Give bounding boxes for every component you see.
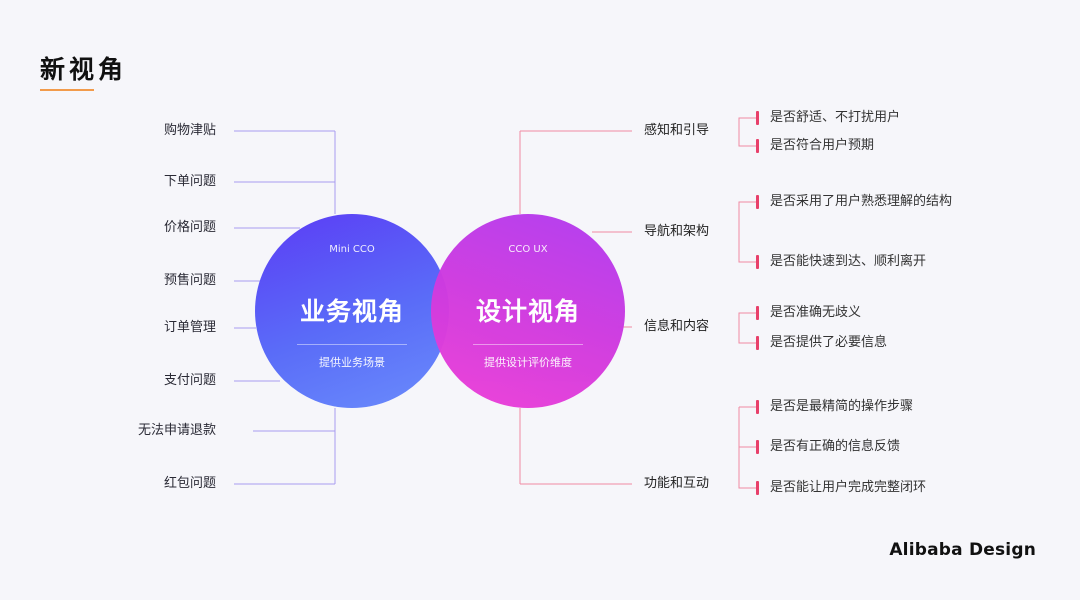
design-category: 功能和互动 [644, 476, 710, 491]
design-perspective-circle: CCO UX 设计视角 提供设计评价维度 [431, 214, 625, 408]
design-sub-item: 是否采用了用户熟悉理解的结构 [770, 194, 953, 209]
accent-tick [756, 306, 759, 320]
business-item: 预售问题 [163, 273, 216, 288]
accent-tick [756, 195, 759, 209]
design-category: 感知和引导 [644, 123, 710, 138]
business-divider [297, 344, 407, 345]
accent-tick [756, 139, 759, 153]
design-sub-item: 是否有正确的信息反馈 [770, 439, 901, 454]
business-en-label: Mini CCO [329, 244, 375, 255]
design-title: 设计视角 [475, 297, 580, 326]
design-sub-item: 是否提供了必要信息 [770, 335, 888, 350]
design-sub-item: 是否舒适、不打扰用户 [770, 110, 901, 125]
accent-tick [756, 111, 759, 125]
business-item: 购物津贴 [163, 123, 216, 138]
business-item: 订单管理 [163, 320, 216, 335]
design-category: 导航和架构 [644, 224, 710, 239]
business-desc: 提供业务场景 [319, 356, 385, 369]
business-item: 无法申请退款 [137, 423, 216, 438]
design-category: 信息和内容 [644, 319, 710, 334]
business-item: 支付问题 [163, 373, 216, 388]
design-sub-item: 是否准确无歧义 [770, 305, 862, 320]
design-desc: 提供设计评价维度 [484, 356, 572, 369]
title-underline [40, 89, 94, 91]
page-title: 新视角 [40, 55, 128, 84]
accent-tick [756, 336, 759, 350]
accent-tick [756, 481, 759, 495]
brand-logo-text: Alibaba Design [889, 540, 1036, 560]
business-title: 业务视角 [299, 297, 404, 326]
design-sub-item: 是否符合用户预期 [770, 138, 875, 153]
accent-tick [756, 255, 759, 269]
accent-tick [756, 400, 759, 414]
business-perspective-circle: Mini CCO 业务视角 提供业务场景 [255, 214, 449, 408]
sub-brackets [738, 117, 756, 489]
design-sub-item: 是否是最精简的操作步骤 [770, 399, 914, 414]
design-sub-item: 是否能让用户完成完整闭环 [770, 480, 927, 495]
business-connectors [234, 130, 336, 485]
business-item: 红包问题 [163, 476, 216, 491]
design-divider [473, 344, 583, 345]
design-en-label: CCO UX [508, 244, 548, 255]
design-sub-item: 是否能快速到达、顺利离开 [770, 254, 927, 269]
accent-tick [756, 440, 759, 454]
business-item: 下单问题 [163, 174, 216, 189]
business-item: 价格问题 [163, 220, 216, 235]
